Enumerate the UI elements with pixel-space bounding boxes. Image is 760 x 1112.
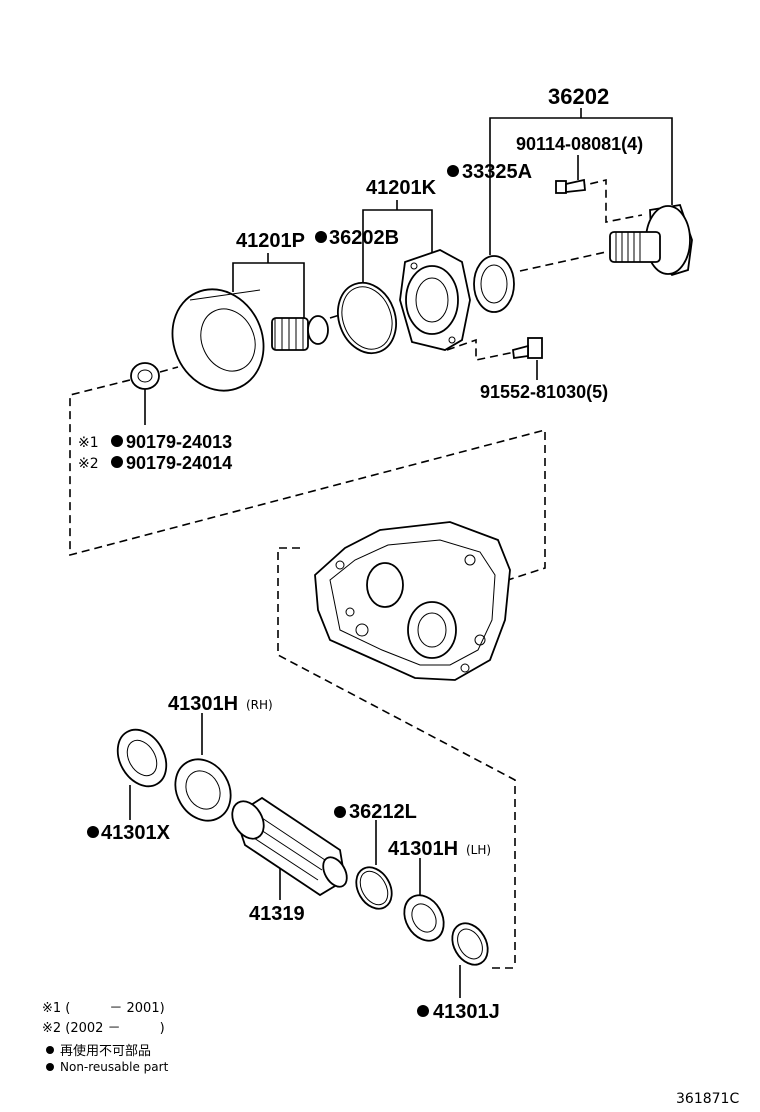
dot-legend-en [46, 1063, 54, 1071]
label-90114: 90114-08081(4) [516, 134, 643, 154]
snap-ring-36212L [355, 866, 393, 910]
label-41201P: 41201P [236, 230, 305, 252]
upper-leader-lines [69, 108, 673, 969]
label-36212L: 36212L [349, 801, 417, 823]
case-41201K [399, 249, 471, 351]
label-36202B: 36202B [329, 227, 399, 249]
nonreusable-markers [46, 165, 459, 1071]
seal-33325A [473, 255, 515, 313]
label-41301J: 41301J [433, 1001, 500, 1023]
shaft-41319 [231, 796, 348, 897]
part-labels: 36202 90114-08081(4) 33325A 41201K 41201… [78, 84, 643, 1023]
bolt-90114 [555, 178, 586, 194]
legend-range-2: ※2 (2002 － ) [42, 1021, 165, 1036]
lower-leader-lines [129, 713, 461, 998]
label-lh: (LH) [466, 843, 491, 857]
washer-part [130, 362, 160, 390]
flange-shaft-36202 [609, 203, 693, 277]
label-33325A: 33325A [462, 161, 532, 183]
dot-36212L [334, 806, 346, 818]
dot-90179-b [111, 456, 123, 468]
transfer-case-housing [314, 521, 511, 681]
dot-41301J [417, 1005, 429, 1017]
shim-41301X [116, 728, 168, 788]
legend-range-1: ※1 ( － 2001) [42, 1001, 165, 1016]
note-mark-1: ※1 [78, 435, 99, 451]
label-41201K: 41201K [366, 177, 437, 199]
dot-41301X [87, 826, 99, 838]
dot-90179-a [111, 435, 123, 447]
label-41319: 41319 [249, 903, 305, 925]
dot-36202B [315, 231, 327, 243]
label-36202: 36202 [548, 84, 609, 109]
shim-41301J [451, 922, 489, 966]
dot-legend-jp [46, 1046, 54, 1054]
note-mark-2: ※2 [78, 456, 99, 472]
label-90179-24013: 90179-24013 [126, 432, 232, 452]
label-91552: 91552-81030(5) [480, 382, 608, 402]
label-90179-24014: 90179-24014 [126, 453, 232, 473]
legend-nonreusable-en: Non-reusable part [60, 1060, 169, 1074]
bolt-91552 [512, 337, 543, 360]
legend: ※1 ( － 2001) ※2 (2002 － ) 再使用不可部品 Non-re… [42, 1001, 169, 1074]
bearing-41301H-rh [174, 758, 232, 822]
ring-gear-part [171, 288, 329, 392]
oring-36202B [337, 281, 397, 355]
label-41301H-rh: 41301H [168, 693, 238, 715]
label-41301H-lh: 41301H [388, 838, 458, 860]
label-rh: (RH) [246, 698, 273, 712]
bearing-41301H-lh [403, 894, 445, 942]
dot-33325A [447, 165, 459, 177]
label-41301X: 41301X [101, 822, 171, 844]
legend-nonreusable-jp: 再使用不可部品 [60, 1043, 151, 1059]
figure-code: 361871C [676, 1091, 739, 1107]
